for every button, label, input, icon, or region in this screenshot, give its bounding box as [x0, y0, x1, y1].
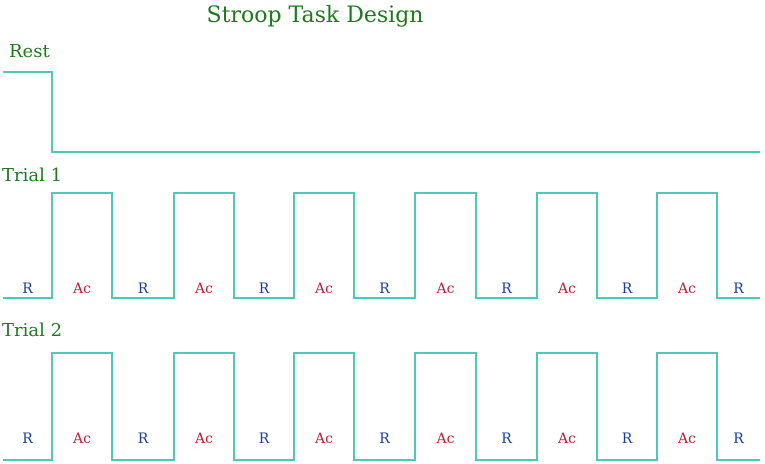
active-block-label: Ac — [194, 281, 213, 297]
rest-block-label: R — [259, 281, 270, 297]
active-block-label: Ac — [557, 281, 576, 297]
active-block-label: Ac — [314, 431, 333, 447]
rest-block-label: R — [138, 431, 149, 447]
active-block-label: Ac — [436, 281, 455, 297]
rest-block-label: R — [379, 431, 390, 447]
rest-waveform — [3, 71, 760, 153]
rest-block-label: R — [501, 281, 512, 297]
trial-1-waveform — [3, 192, 760, 299]
rest-block-label: R — [733, 431, 744, 447]
active-block-label: Ac — [72, 281, 91, 297]
active-block-label: Ac — [194, 431, 213, 447]
rest-block-label: R — [379, 281, 390, 297]
rest-block-label: R — [22, 431, 33, 447]
active-block-label: Ac — [677, 281, 696, 297]
active-block-label: Ac — [72, 431, 91, 447]
active-block-label: Ac — [557, 431, 576, 447]
row-label-trial-2: Trial 2 — [2, 320, 62, 341]
rest-block-label: R — [501, 431, 512, 447]
rest-block-label: R — [622, 281, 633, 297]
rest-block-label: R — [22, 281, 33, 297]
active-block-label: Ac — [314, 281, 333, 297]
active-block-label: Ac — [436, 431, 455, 447]
rest-block-label: R — [259, 431, 270, 447]
rest-block-label: R — [622, 431, 633, 447]
trial-2-waveform — [3, 352, 760, 461]
row-label-rest: Rest — [9, 41, 50, 62]
active-block-label: Ac — [677, 431, 696, 447]
waveforms — [3, 71, 760, 461]
row-label-trial-1: Trial 1 — [2, 165, 62, 186]
rest-block-label: R — [138, 281, 149, 297]
diagram-title: Stroop Task Design — [207, 3, 424, 28]
rest-block-label: R — [733, 281, 744, 297]
